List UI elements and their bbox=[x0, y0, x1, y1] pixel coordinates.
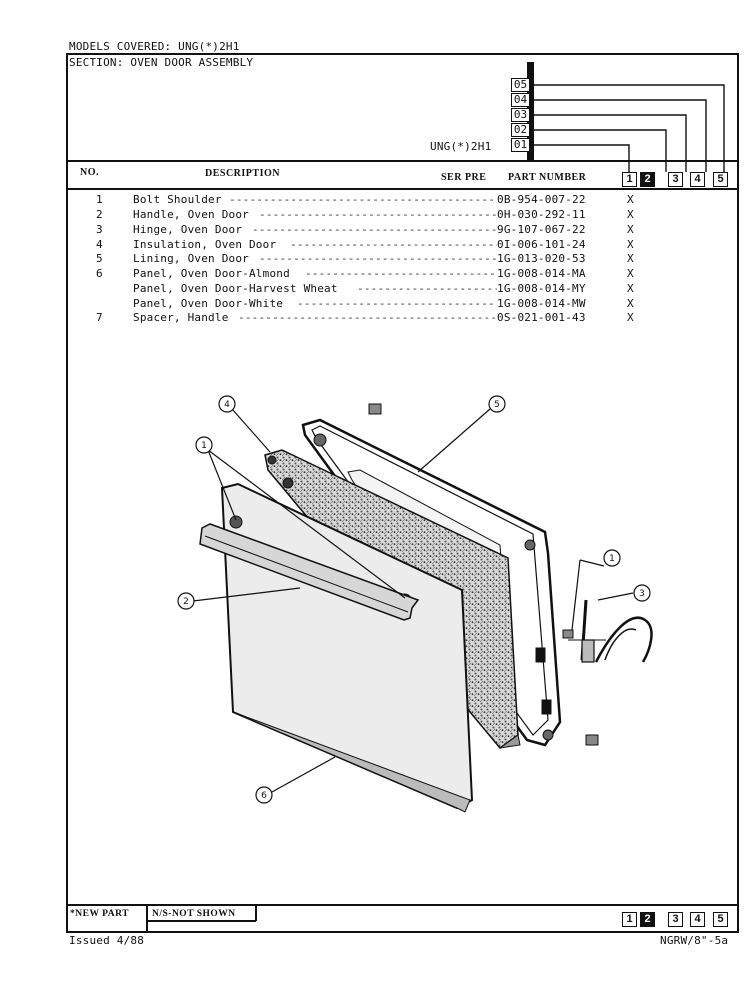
code-connector-lines bbox=[530, 84, 725, 172]
part-no: 5 bbox=[96, 252, 103, 265]
part-mark: X bbox=[627, 267, 634, 280]
part-number: 0S-021-001-43 bbox=[497, 311, 586, 324]
col-box-5: 5 bbox=[713, 172, 728, 187]
col-box-3: 3 bbox=[668, 172, 683, 187]
part-mark: X bbox=[627, 208, 634, 221]
footer-col-box-2: 2 bbox=[640, 912, 655, 927]
footer-col-box-4: 4 bbox=[690, 912, 705, 927]
table-row: 1 Bolt Shoulder ------------------------… bbox=[96, 193, 634, 206]
model-code: UNG(*)2H1 bbox=[430, 140, 492, 153]
callout-1a bbox=[195, 436, 213, 454]
new-part-note: *NEW PART bbox=[70, 909, 129, 919]
col-ser-pre: SER PRE bbox=[441, 172, 487, 183]
code-bar bbox=[527, 62, 534, 162]
part-number: 1G-008-014-MW bbox=[497, 297, 586, 310]
col-box-1: 1 bbox=[622, 172, 637, 187]
code-tab-01: 01 bbox=[511, 138, 530, 152]
not-shown-note: N/S-NOT SHOWN bbox=[152, 909, 236, 919]
hinge-part bbox=[568, 599, 653, 663]
part-no: 3 bbox=[96, 223, 103, 236]
part-number: 1G-013-020-53 bbox=[497, 252, 586, 265]
part-description: Bolt Shoulder bbox=[133, 193, 222, 206]
callout-1b bbox=[603, 549, 621, 567]
header-rule-bottom bbox=[66, 188, 739, 190]
part-description: Hinge, Oven Door bbox=[133, 223, 243, 236]
code-tab-05: 05 bbox=[511, 78, 530, 92]
col-box-2: 2 bbox=[640, 172, 655, 187]
part-no: 7 bbox=[96, 311, 103, 324]
part-mark: X bbox=[627, 252, 634, 265]
callout-6 bbox=[255, 786, 273, 804]
part-description: Handle, Oven Door bbox=[133, 208, 249, 221]
callout-label: 3 bbox=[639, 589, 645, 599]
part-mark: X bbox=[627, 282, 634, 295]
col-description: DESCRIPTION bbox=[205, 168, 280, 179]
part-mark: X bbox=[627, 223, 634, 236]
bolts bbox=[368, 403, 599, 746]
part-no: 2 bbox=[96, 208, 103, 221]
part-description: Panel, Oven Door-White bbox=[133, 297, 284, 310]
callout-3 bbox=[633, 584, 651, 602]
callout-label: 1 bbox=[201, 441, 207, 451]
models-covered: MODELS COVERED: UNG(*)2H1 bbox=[69, 40, 240, 53]
part-number: 0H-030-292-11 bbox=[497, 208, 586, 221]
callout-2 bbox=[177, 592, 195, 610]
footer-subrule bbox=[146, 920, 256, 922]
footer-divider bbox=[255, 904, 257, 921]
issued-date: Issued 4/88 bbox=[69, 934, 145, 947]
part-number: 0B-954-007-22 bbox=[497, 193, 586, 206]
table-row: 7 Spacer, Handle -----------------------… bbox=[96, 311, 634, 324]
footer-col-box-1: 1 bbox=[622, 912, 637, 927]
table-row: Panel, Oven Door-Harvest Wheat ---------… bbox=[133, 282, 634, 295]
table-row: Panel, Oven Door-White -----------------… bbox=[133, 297, 634, 310]
part-number: 9G-107-067-22 bbox=[497, 223, 586, 236]
footer-divider bbox=[146, 904, 148, 932]
part-description: Panel, Oven Door-Harvest Wheat bbox=[133, 282, 338, 295]
section-title: SECTION: OVEN DOOR ASSEMBLY bbox=[69, 56, 254, 69]
callout-5 bbox=[488, 395, 506, 413]
table-row: 2 Handle, Oven Door --------------------… bbox=[96, 208, 634, 221]
part-no: 4 bbox=[96, 238, 103, 251]
callout-label: 6 bbox=[261, 791, 267, 801]
callout-4 bbox=[218, 395, 236, 413]
col-no: NO. bbox=[80, 167, 99, 178]
callout-label: 5 bbox=[494, 400, 500, 410]
part-mark: X bbox=[627, 297, 634, 310]
handle-part bbox=[199, 523, 420, 621]
part-description: Insulation, Oven Door bbox=[133, 238, 277, 251]
code-tab-03: 03 bbox=[511, 108, 530, 122]
callout-label: 1 bbox=[609, 554, 615, 564]
part-description: Spacer, Handle bbox=[133, 311, 229, 324]
footer-col-box-5: 5 bbox=[713, 912, 728, 927]
table-row: 6 Panel, Oven Door-Almond --------------… bbox=[96, 267, 634, 280]
page-code: NGRW/8"-5a bbox=[660, 934, 729, 947]
part-description: Panel, Oven Door-Almond bbox=[133, 267, 290, 280]
part-mark: X bbox=[627, 311, 634, 324]
code-tab-04: 04 bbox=[511, 93, 530, 107]
table-row: 4 Insulation, Oven Door ----------------… bbox=[96, 238, 634, 251]
table-row: 5 Lining, Oven Door --------------------… bbox=[96, 252, 634, 265]
part-number: 1G-008-014-MY bbox=[497, 282, 586, 295]
part-no: 6 bbox=[96, 267, 103, 280]
part-mark: X bbox=[627, 193, 634, 206]
part-number: 1G-008-014-MA bbox=[497, 267, 586, 280]
table-row: 3 Hinge, Oven Door ---------------------… bbox=[96, 223, 634, 236]
header-rule bbox=[66, 160, 739, 162]
part-description: Lining, Oven Door bbox=[133, 252, 249, 265]
footer-rule bbox=[66, 904, 739, 906]
col-box-4: 4 bbox=[690, 172, 705, 187]
callout-label: 4 bbox=[224, 400, 230, 410]
part-number: 0I-006-101-24 bbox=[497, 238, 586, 251]
callout-label: 2 bbox=[183, 597, 189, 607]
part-mark: X bbox=[627, 238, 634, 251]
footer-col-box-3: 3 bbox=[668, 912, 683, 927]
code-tab-02: 02 bbox=[511, 123, 530, 137]
part-no: 1 bbox=[96, 193, 103, 206]
col-part-number: PART NUMBER bbox=[508, 172, 587, 183]
page-frame bbox=[66, 53, 739, 933]
